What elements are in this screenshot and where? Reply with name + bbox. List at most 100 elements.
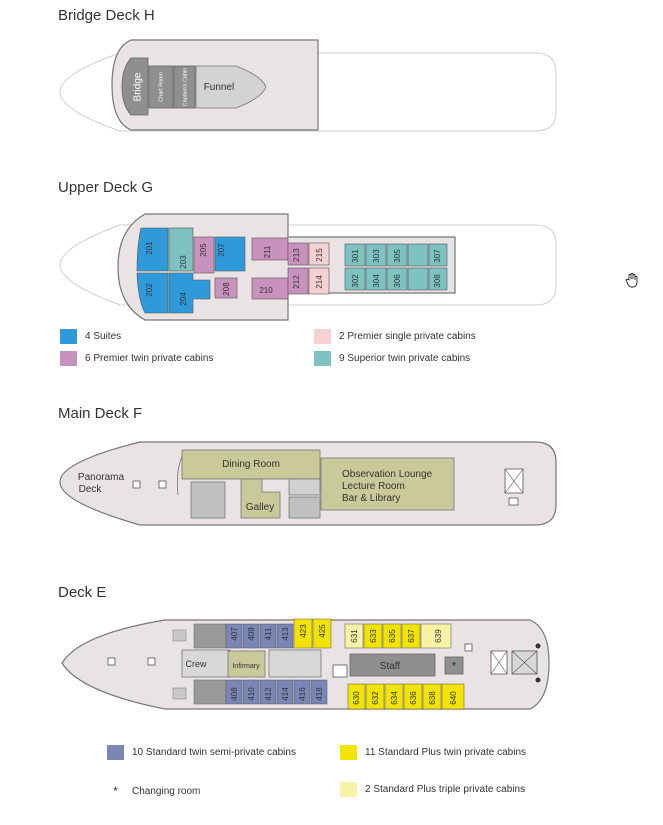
- stair-icon: [464, 643, 473, 652]
- chart-room: [148, 65, 174, 109]
- cabin-number: 631: [350, 629, 359, 643]
- cabin-number: 208: [222, 282, 231, 296]
- cabin-number: 213: [292, 248, 301, 262]
- funnel: [195, 65, 267, 109]
- deck-e-title: Deck E: [58, 584, 107, 601]
- upper-deck-cabin-numbers: 201 202 203 204 205 207 208 210 211 212 …: [145, 241, 442, 306]
- lecture-room-label: Lecture Room: [342, 481, 405, 492]
- cabin-411: [259, 623, 277, 649]
- legend-swatch: [60, 329, 77, 344]
- legend-label: 9 Superior twin private cabins: [339, 353, 471, 364]
- legend-swatch: [340, 745, 357, 760]
- stair-icon: [332, 664, 348, 678]
- legend-premier-single: 2 Premier single private cabins: [314, 329, 476, 344]
- cabin-number: 212: [292, 275, 301, 289]
- legend-swatch: [107, 745, 124, 760]
- cabin-205: [193, 236, 215, 274]
- deck-e-plus-twin-cabins: [293, 618, 465, 710]
- cabin-number: 306: [393, 274, 402, 288]
- deck-e-cabin-numbers: 407 409 411 413 423 425 631 633 635 637 …: [230, 624, 458, 705]
- cabin-307-a: [407, 243, 429, 267]
- legend-swatch: [314, 329, 331, 344]
- cabin-204: [168, 272, 211, 314]
- cabin-413: [276, 623, 294, 649]
- cabin-418: [310, 679, 328, 705]
- cabin-number: 411: [264, 627, 273, 640]
- stair-icon: [508, 497, 519, 506]
- cabin-423: [293, 618, 313, 649]
- cabin-number: 633: [369, 629, 378, 643]
- cabin-number: 305: [393, 249, 402, 263]
- deck-e-plan: Crew Infirmary Staff *: [61, 618, 550, 710]
- anchor-dot: [535, 677, 541, 683]
- cabin-number: 215: [315, 248, 324, 262]
- cabin-number: 414: [281, 687, 290, 701]
- service-area: [172, 629, 187, 642]
- cabin-305: [386, 243, 408, 267]
- panorama-label-2: Deck: [79, 484, 103, 495]
- cabin-636: [403, 683, 423, 710]
- cabin-number: 214: [315, 275, 324, 289]
- cabin-409: [242, 623, 260, 649]
- service-area: [193, 623, 227, 649]
- cabin-number: 423: [299, 624, 308, 638]
- legend-star: *: [113, 784, 118, 798]
- cabin-304: [365, 267, 387, 291]
- legend-premier-twin: 6 Premier twin private cabins: [60, 351, 213, 366]
- cabin-number: 409: [247, 627, 256, 641]
- bridge-deck-plan: Bridge Chart Room Captain's Cabin Funnel: [59, 39, 557, 132]
- cabin-203: [168, 227, 194, 272]
- cabin-407: [225, 623, 243, 649]
- legend-changing-room: * Changing room: [107, 784, 200, 798]
- changing-room: [444, 656, 464, 675]
- cabin-number: 202: [145, 283, 154, 297]
- cabin-number: 207: [217, 243, 226, 257]
- cabin-number: 308: [433, 274, 442, 288]
- bar-library-label: Bar & Library: [342, 493, 400, 504]
- cabin-number: 407: [230, 627, 239, 641]
- cabin-201: [136, 227, 169, 272]
- service-area: [288, 496, 321, 519]
- cabin-number: 303: [372, 249, 381, 263]
- stair-icon: [132, 480, 141, 489]
- legend-standard-semi: 10 Standard twin semi-private cabins: [107, 745, 296, 760]
- cabin-number: 640: [449, 691, 458, 705]
- cabin-number: 301: [351, 249, 360, 263]
- cabin-410: [242, 679, 260, 705]
- legend-label: 2 Premier single private cabins: [339, 331, 476, 342]
- galley: [240, 478, 281, 519]
- cabin-number: 632: [371, 691, 380, 705]
- service-area: [193, 679, 227, 705]
- cabin-640: [441, 683, 465, 710]
- cabin-414: [276, 679, 294, 705]
- cabin-number: 201: [145, 241, 154, 255]
- service-area: [288, 478, 321, 496]
- dining-room: [181, 449, 321, 480]
- cabin-632: [365, 683, 385, 710]
- legend-label: 10 Standard twin semi-private cabins: [132, 747, 296, 758]
- changing-room-star: *: [452, 659, 457, 673]
- cabin-301: [344, 243, 366, 267]
- cabin-number: 307: [433, 249, 442, 263]
- observation-lounge: [320, 457, 455, 511]
- cabin-213: [287, 242, 309, 266]
- stair-icon: [107, 657, 116, 666]
- service-room: [190, 481, 226, 519]
- cabin-633: [363, 623, 383, 649]
- staff-label: Staff: [380, 661, 401, 672]
- panorama-label-1: Panorama: [78, 472, 125, 483]
- bridge-deck-title: Bridge Deck H: [58, 7, 155, 24]
- legend-standard-plus-twin: 11 Standard Plus twin private cabins: [340, 745, 526, 760]
- anchor-dot: [535, 643, 541, 649]
- bridge-room: [121, 57, 149, 116]
- cabin-638: [422, 683, 442, 710]
- stair-icon: [147, 657, 156, 666]
- staff-room: [349, 653, 436, 677]
- cabin-416: [293, 679, 311, 705]
- cabin-630: [347, 683, 366, 710]
- captains-cabin: [173, 65, 196, 109]
- cabin-number: 418: [315, 687, 324, 701]
- cabin-202: [136, 272, 169, 314]
- hatch-cross: [504, 468, 524, 494]
- cabin-number: 425: [318, 624, 327, 638]
